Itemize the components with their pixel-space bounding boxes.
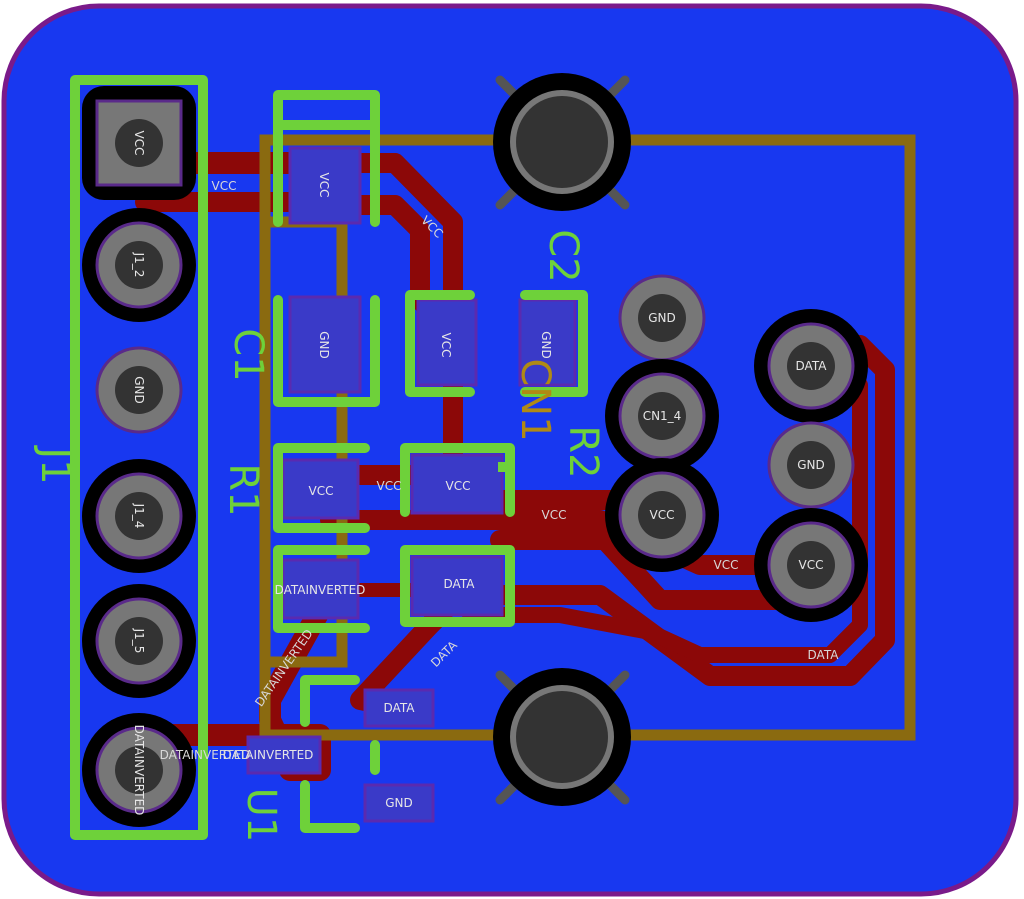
mounting-hole-top xyxy=(493,73,631,211)
pad-r1-right xyxy=(410,453,504,515)
cn1-pins: GND CN1_4 VCC DATA GND VCC xyxy=(605,274,868,622)
silk-u1-outline xyxy=(300,675,380,833)
j1-pin-1-label: VCC xyxy=(132,131,146,156)
j1-pin-2-label: J1_2 xyxy=(132,252,146,278)
trace-label-vcc-5: VCC xyxy=(714,558,739,572)
silk-r2-right xyxy=(400,545,515,627)
silk-c2-left xyxy=(405,290,475,397)
cn1-pin-gnd-top-label: GND xyxy=(648,311,676,325)
pad-r2-left-label: DATAINVERTED xyxy=(275,583,366,597)
pad-c1-bottom-label: GND xyxy=(317,331,331,359)
pad-u1-top xyxy=(363,688,435,728)
designators: J1 C1 R1 C2 R2 U1 CN1 xyxy=(32,229,606,842)
pad-c1-top-label: VCC xyxy=(317,173,331,198)
cn1-pin-4-label: CN1_4 xyxy=(643,409,682,423)
j1-pin-3-label: GND xyxy=(132,376,146,404)
pad-c1-top xyxy=(288,146,362,225)
designator-cn1: CN1 xyxy=(512,358,558,441)
cn1-body-frame xyxy=(259,134,510,741)
pad-c2-left-label: VCC xyxy=(439,333,453,358)
silk-r2-left xyxy=(273,545,370,633)
trace-vcc-bus-2 xyxy=(490,530,810,610)
cn1-pin-gnd-right-label: GND xyxy=(797,458,825,472)
pad-u1-bottom-label: GND xyxy=(385,796,413,810)
pad-u1-bottom xyxy=(363,783,435,823)
trace-label-datainv-2: DATAINVERTED xyxy=(160,748,251,762)
trace-label-vcc-4: VCC xyxy=(542,508,567,522)
designator-c1: C1 xyxy=(225,328,271,381)
pad-c2-left xyxy=(416,298,478,387)
designator-r1: R1 xyxy=(220,463,266,516)
pad-r1-left-label: VCC xyxy=(309,484,334,498)
pad-r1-left xyxy=(281,458,360,520)
trace-label-vcc-1: VCC xyxy=(212,179,237,193)
c2-via-marker xyxy=(498,462,512,472)
designator-j1: J1 xyxy=(32,444,78,484)
cn1-pin-data-label: DATA xyxy=(796,359,828,373)
trace-label-data-1: DATA xyxy=(808,648,840,662)
cn1-pin-vcc-left-label: VCC xyxy=(650,508,675,522)
pad-u1-left-label: DATAINVERTED xyxy=(223,748,314,762)
j1-pin-4-label: J1_4 xyxy=(132,503,146,529)
silkscreen xyxy=(70,75,588,840)
pad-c2-right xyxy=(518,298,577,387)
cn1-body-frame-right xyxy=(615,134,916,741)
pad-labels: VCC GND VCC GND VCC VCC DATAINVERTED DAT… xyxy=(223,173,553,810)
pad-r1-right-label: VCC xyxy=(446,479,471,493)
j1-header: VCC J1_2 GND J1_4 J1_5 DATAINVERTED xyxy=(82,86,196,827)
silk-r1-right xyxy=(400,443,515,517)
designator-c2: C2 xyxy=(540,229,586,282)
pad-r2-right-label: DATA xyxy=(444,577,476,591)
silk-c2-right xyxy=(520,290,588,397)
j1-pin-6-label: DATAINVERTED xyxy=(132,725,146,816)
cn1-pin-vcc-right-label: VCC xyxy=(799,558,824,572)
trace-label-vcc-3: VCC xyxy=(377,479,402,493)
pad-r2-right xyxy=(410,555,504,617)
designator-r2: R2 xyxy=(560,425,606,478)
silk-c1-top xyxy=(273,90,380,227)
mounting-hole-bottom xyxy=(493,668,631,806)
pad-c2-right-label: GND xyxy=(539,331,553,359)
designator-u1: U1 xyxy=(238,788,284,843)
silk-c1-bottom xyxy=(273,295,380,407)
silk-j1-outline xyxy=(70,75,208,840)
pad-u1-left xyxy=(246,735,322,775)
silk-r1-left xyxy=(273,443,370,533)
pad-u1-top-label: DATA xyxy=(384,701,416,715)
smd-pads xyxy=(246,146,577,823)
pad-c1-bottom xyxy=(288,295,362,394)
trace-data-main-2 xyxy=(462,358,868,663)
pad-r2-left xyxy=(281,558,360,620)
j1-pin-5-label: J1_5 xyxy=(132,628,146,654)
